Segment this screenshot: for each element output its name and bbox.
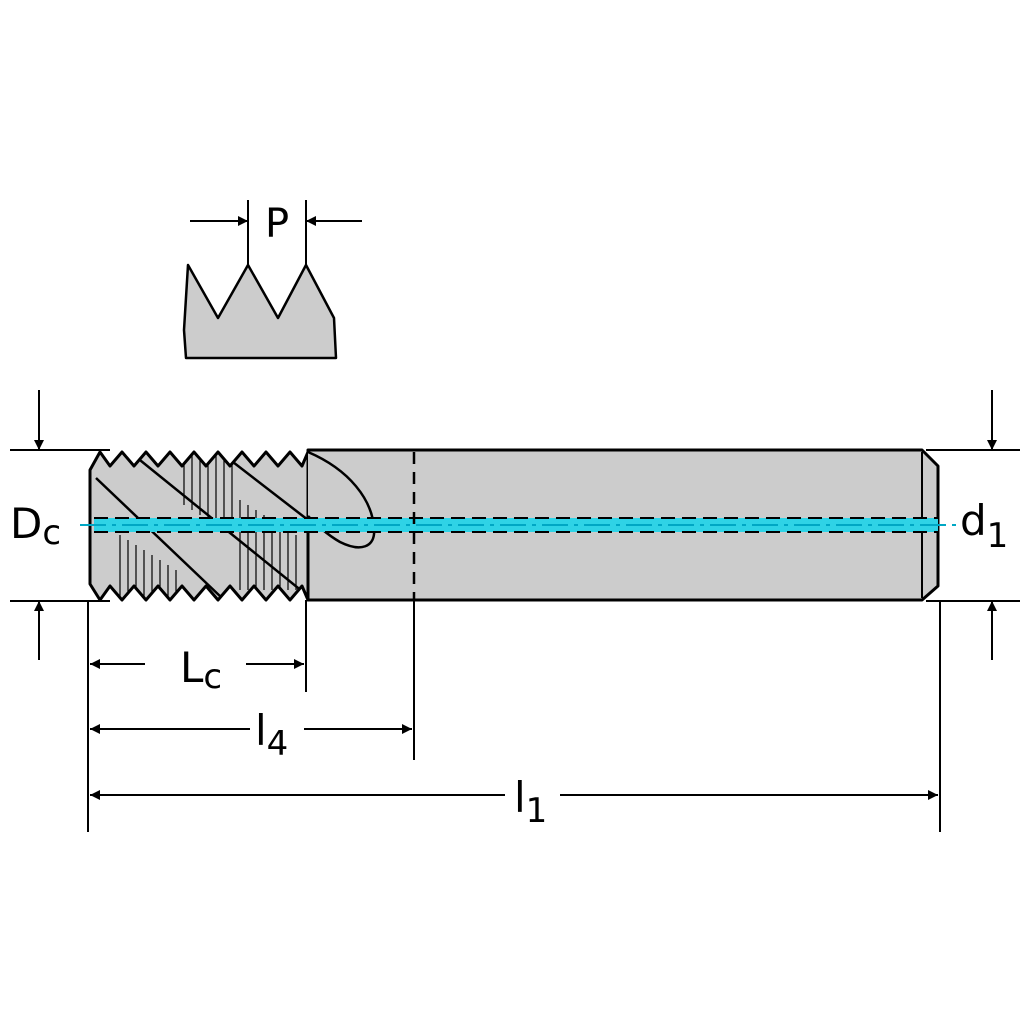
- overall-length-label: l1: [514, 773, 547, 831]
- cut-diameter-label: Dc: [10, 499, 61, 553]
- length-dimensions: Lc l4 l1: [87, 600, 941, 832]
- pitch-label: P: [265, 201, 289, 247]
- diameter-dimensions: Dc d1: [10, 390, 1020, 660]
- shank-diameter-label: d1: [960, 496, 1008, 556]
- tool-body: [80, 448, 958, 602]
- cut-length-label: Lc: [180, 643, 222, 697]
- thread-profile-detail: P: [182, 200, 362, 360]
- thread-hatching: [119, 455, 297, 598]
- thread-profile-shape: [182, 263, 338, 360]
- functional-length-label: l4: [255, 706, 288, 764]
